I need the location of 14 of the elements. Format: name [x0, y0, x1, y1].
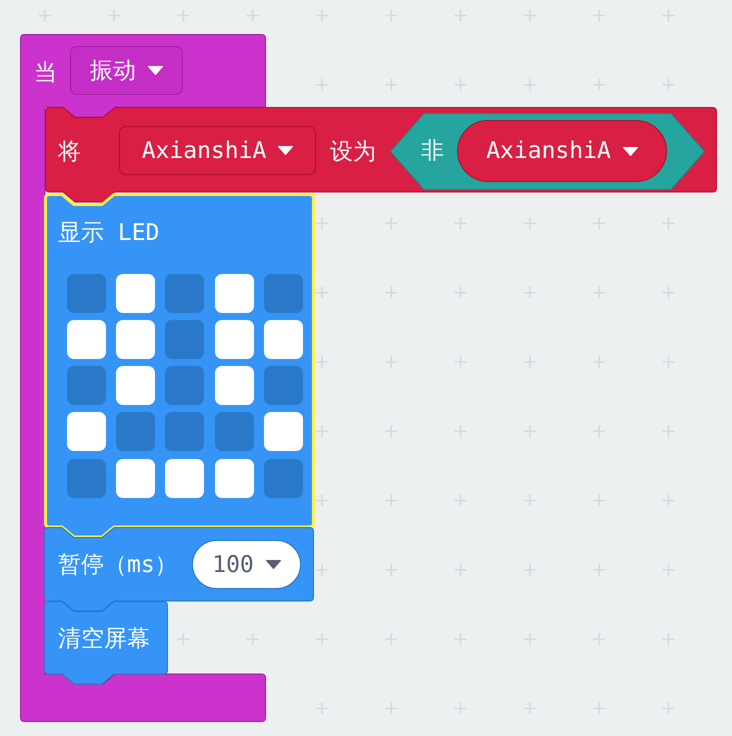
- block-label: 当: [34, 60, 57, 86]
- clear-screen-block: [44, 601, 168, 685]
- block-label: 暂停（ms）: [58, 552, 178, 578]
- event-dropdown: 振动: [70, 46, 183, 95]
- show-leds-block: [44, 193, 315, 539]
- pause-block: [44, 527, 314, 612]
- variable-reporter: AxianshiA: [457, 120, 667, 182]
- block-label: 将: [58, 139, 81, 165]
- variable-dropdown: AxianshiA: [119, 126, 316, 175]
- number-field: 100: [192, 540, 301, 589]
- block-label: 设为: [330, 139, 376, 165]
- block-label: 非: [421, 138, 444, 164]
- block-label: 清空屏幕: [58, 626, 150, 652]
- block-label: 显示 LED: [58, 220, 160, 246]
